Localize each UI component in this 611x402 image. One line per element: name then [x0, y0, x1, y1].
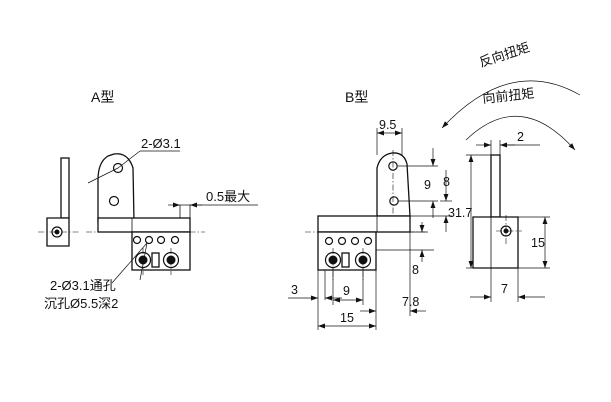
side-dim-31-7-text: 31.7	[448, 206, 472, 220]
a-top-hole-text: 2-Ø3.1	[141, 136, 181, 151]
b-dim-8-lower-text: 8	[412, 263, 419, 277]
side-dim-15: 15	[518, 216, 550, 269]
forward-torque-arrow: 向前扭矩	[465, 86, 576, 151]
b-dim-8-upper: 8	[410, 170, 452, 232]
b-dim-9-bottom-text: 9	[343, 284, 350, 298]
a-through-hole-text: 2-Ø3.1通孔	[50, 278, 116, 293]
type-a-front-view	[86, 153, 205, 275]
reverse-torque-text: 反向扭矩	[477, 40, 531, 70]
b-dim-9-text: 9	[424, 178, 431, 192]
a-top-hole-callout: 2-Ø3.1	[87, 136, 181, 184]
type-a-label: A型	[91, 89, 114, 105]
b-dim-3-text: 3	[291, 283, 298, 297]
b-dim-15-text: 15	[340, 311, 354, 325]
b-dim-9-5: 9.5	[376, 118, 403, 155]
type-b-front-view	[305, 150, 425, 280]
side-dim-2: 2	[476, 130, 540, 155]
b-dim-15: 15	[318, 311, 377, 330]
b-dim-9-bottom: 9	[332, 268, 364, 305]
b-dim-9-5-text: 9.5	[379, 118, 396, 132]
type-a-side-view	[38, 157, 80, 247]
forward-torque-text: 向前扭矩	[482, 86, 535, 106]
b-dim-8-lower: 8	[376, 222, 434, 277]
side-dim-2-text: 2	[517, 130, 524, 144]
side-dim-7: 7	[470, 268, 545, 302]
a-max-gap-text: 0.5最大	[206, 189, 250, 204]
a-max-gap-callout: 0.5最大	[168, 189, 258, 208]
side-dim-15-text: 15	[531, 236, 545, 250]
side-view	[472, 154, 522, 269]
b-dim-7-8: 7.8	[360, 232, 426, 316]
type-b-label: B型	[345, 89, 368, 105]
a-counterbore-text: 沉孔Ø5.5深2	[44, 296, 118, 311]
b-dim-9: 9	[398, 148, 438, 218]
a-through-hole-callout: 2-Ø3.1通孔 沉孔Ø5.5深2	[44, 242, 148, 311]
side-dim-7-text: 7	[501, 282, 508, 296]
b-dim-7-8-text: 7.8	[402, 295, 419, 309]
b-dim-8-upper-text: 8	[443, 175, 450, 189]
side-dim-31-7: 31.7	[448, 154, 491, 269]
reverse-torque-arrow: 反向扭矩	[441, 40, 581, 129]
